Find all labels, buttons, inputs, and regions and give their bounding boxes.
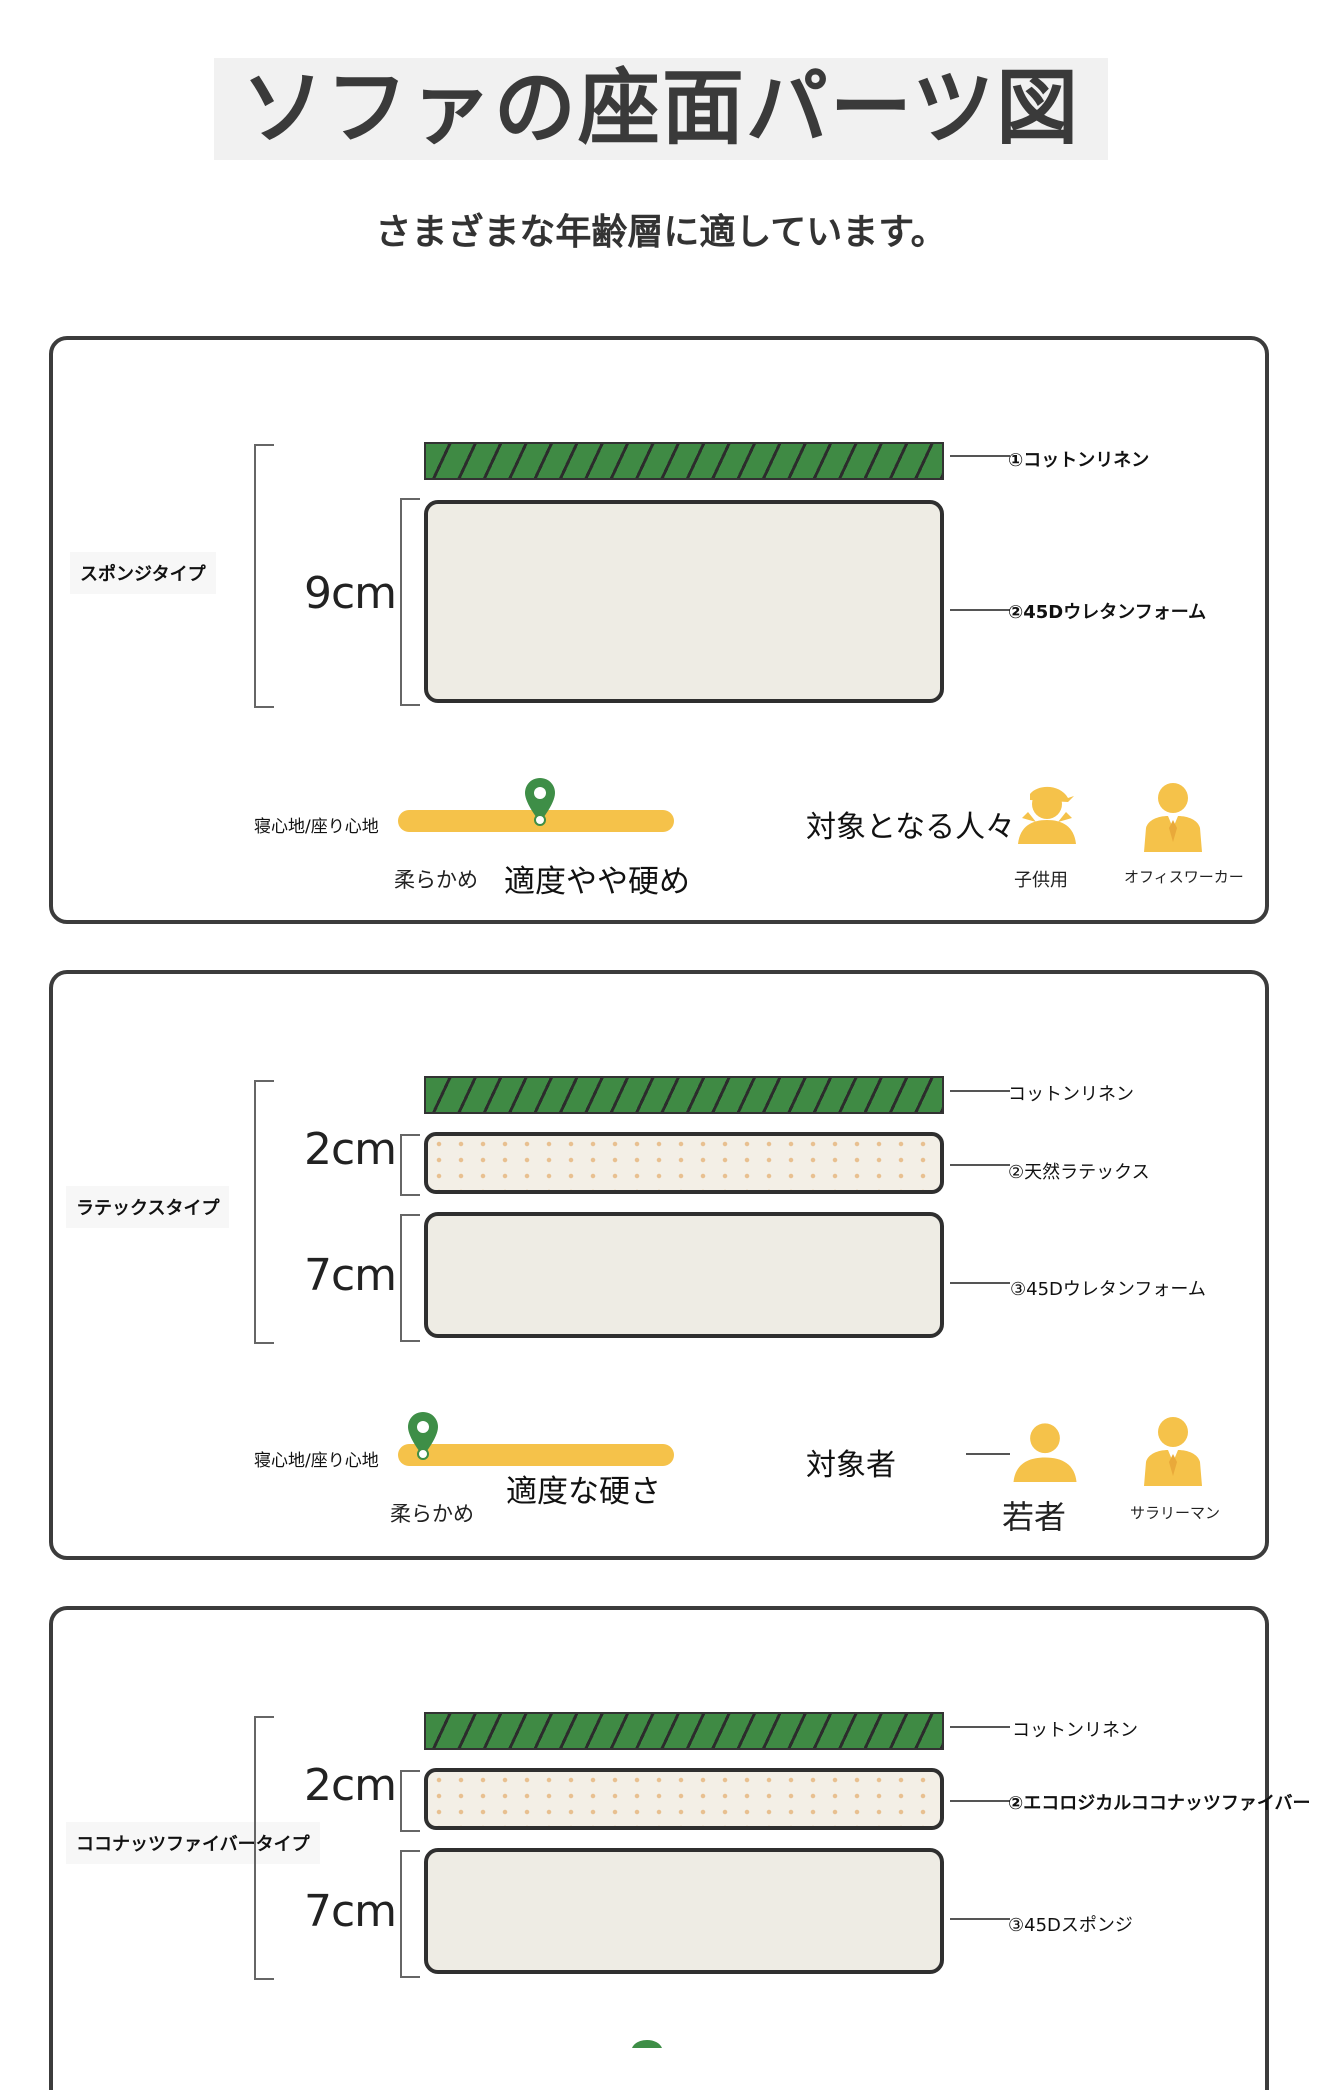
layer-label-cover: コットンリネン <box>1008 1084 1134 1105</box>
dim-label-top: 2cm <box>304 1124 397 1175</box>
layer-bracket-bottom <box>400 1850 420 1978</box>
leader-line <box>950 1090 1010 1092</box>
leader-line <box>950 1726 1010 1728</box>
target-young-label: 若者 <box>1002 1498 1067 1536</box>
soft-label: 柔らかめ <box>394 868 478 892</box>
leader-line <box>950 1282 1010 1284</box>
coconut-fiber-layer <box>424 1768 944 1830</box>
total-bracket <box>254 1716 274 1980</box>
layer-bracket <box>400 498 420 706</box>
target-child-label: 子供用 <box>1014 870 1068 891</box>
page-title: ソファの座面パーツ図 <box>0 58 1322 161</box>
office-worker-icon <box>1144 783 1202 852</box>
layer-label-latex: ②天然ラテックス <box>1008 1162 1150 1183</box>
location-pin-icon <box>408 1412 438 1460</box>
soft-label: 柔らかめ <box>390 1502 474 1526</box>
leader-line <box>950 1800 1010 1802</box>
target-leader-line <box>966 1453 1010 1455</box>
cover-layer <box>424 442 944 480</box>
dim-label: 9cm <box>304 568 397 619</box>
dim-label-top: 2cm <box>304 1760 397 1811</box>
layer-label-foam: ③45Dウレタンフォーム <box>1010 1279 1206 1300</box>
location-pin-icon <box>632 2040 662 2048</box>
foam-layer <box>424 500 944 703</box>
layer-label-cover: ①コットンリネン <box>1008 450 1150 471</box>
comfort-label: 寝心地/座り心地 <box>254 817 379 837</box>
type-label-sponge: スポンジタイプ <box>70 552 216 594</box>
total-bracket <box>254 1080 274 1344</box>
total-bracket <box>254 444 274 708</box>
layer-label-coconut: ②エコロジカルココナッツファイバー <box>1008 1793 1311 1814</box>
latex-layer <box>424 1132 944 1194</box>
layer-label-foam: ②45Dウレタンフォーム <box>1008 602 1207 623</box>
leader-line <box>950 455 1010 457</box>
type-label-latex: ラテックスタイプ <box>66 1186 230 1228</box>
foam-layer <box>424 1212 944 1338</box>
page-subtitle: さまざまな年齢層に適しています。 <box>375 212 947 253</box>
cover-layer <box>424 1712 944 1750</box>
target-label: 対象となる人々 <box>806 810 1016 845</box>
comfort-label: 寝心地/座り心地 <box>254 1451 379 1471</box>
dim-label-bottom: 7cm <box>304 1886 397 1937</box>
young-person-icon <box>1013 1423 1077 1482</box>
firmness-slider-track <box>398 1444 674 1466</box>
leader-line <box>950 609 1010 611</box>
target-salaryman-label: サラリーマン <box>1130 1504 1221 1522</box>
dim-label-bottom: 7cm <box>304 1250 397 1301</box>
layer-bracket-bottom <box>400 1214 420 1342</box>
child-icon <box>1018 786 1076 844</box>
cover-layer <box>424 1076 944 1114</box>
firmness-label: 適度な硬さ <box>506 1474 661 1510</box>
layer-label-sponge: ③45Dスポンジ <box>1008 1915 1133 1936</box>
leader-line <box>950 1164 1010 1166</box>
layer-label-cover: コットンリネン <box>1012 1720 1138 1741</box>
salaryman-icon <box>1144 1417 1202 1486</box>
type-label-coconut: ココナッツファイバータイプ <box>66 1822 320 1864</box>
layer-bracket-top <box>400 1134 420 1196</box>
layer-bracket-top <box>400 1770 420 1832</box>
sponge-layer <box>424 1848 944 1974</box>
target-label: 対象者 <box>806 1448 896 1483</box>
firmness-label: 適度やや硬め <box>504 864 690 900</box>
target-office-label: オフィスワーカー <box>1124 868 1244 886</box>
leader-line <box>950 1918 1010 1920</box>
location-pin-icon <box>525 778 555 826</box>
